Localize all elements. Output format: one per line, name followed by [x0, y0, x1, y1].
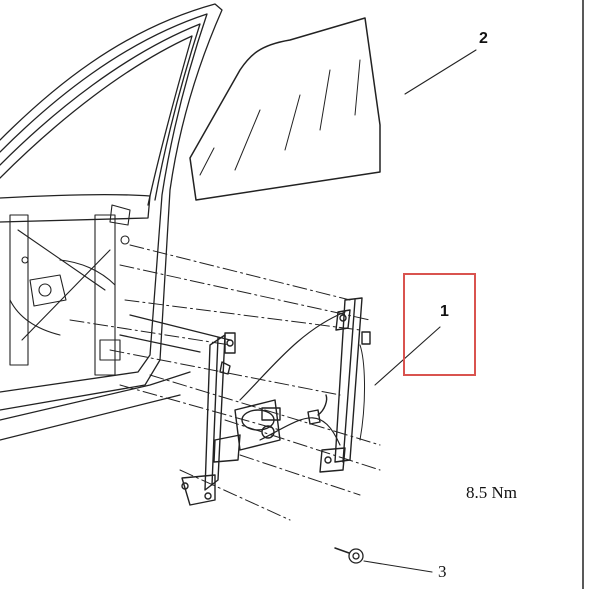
- door-frame: [0, 4, 230, 440]
- torque-spec-label: 8.5 Nm: [466, 483, 517, 502]
- window-glass: [190, 18, 380, 200]
- alignment-lines: [70, 245, 380, 520]
- window-regulator: [182, 298, 370, 505]
- bolt-part: [335, 548, 432, 572]
- callout-1-leader: [375, 327, 440, 385]
- callout-2-leader: [405, 50, 476, 94]
- highlight-box: [403, 273, 476, 376]
- callout-label-1: 1: [440, 303, 449, 320]
- callout-label-3: 3: [438, 562, 447, 581]
- callout-label-2: 2: [479, 30, 488, 47]
- installed-regulator: [10, 205, 130, 375]
